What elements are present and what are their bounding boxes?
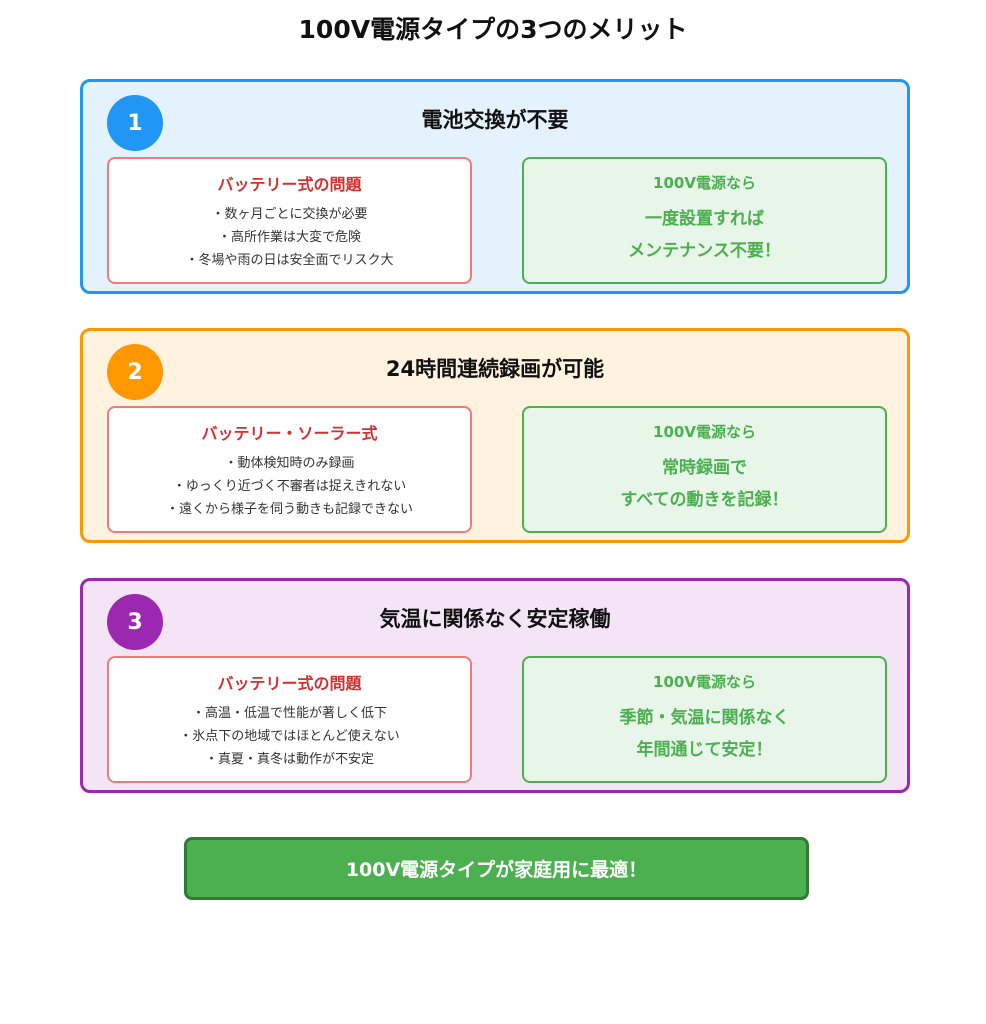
conclusion-banner: 100V電源タイプが家庭用に最適！ <box>184 837 809 900</box>
problem-box: バッテリー式の問題 ・高温・低温で性能が著しく低下 ・氷点下の地域ではほとんど使… <box>107 656 472 783</box>
problem-item: ・動体検知時のみ録画 <box>224 456 355 471</box>
problem-item: ・数ヶ月ごとに交換が必要 <box>211 207 368 222</box>
problem-heading: バッテリー・ソーラー式 <box>201 424 378 443</box>
problem-heading: バッテリー式の問題 <box>217 674 362 693</box>
problem-box: バッテリー・ソーラー式 ・動体検知時のみ録画 ・ゆっくり近づく不審者は捉えきれな… <box>107 406 472 533</box>
problem-item: ・高温・低温で性能が著しく低下 <box>191 706 387 721</box>
problem-item: ・遠くから様子を伺う動きも記録できない <box>165 502 413 517</box>
solution-box: 100V電源なら 季節・気温に関係なく 年間通じて安定！ <box>522 656 887 783</box>
solution-line: 常時録画で <box>662 458 747 478</box>
number-badge: 3 <box>107 594 163 650</box>
solution-heading: 100V電源なら <box>653 673 756 691</box>
problem-item: ・高所作業は大変で危険 <box>217 230 361 245</box>
solution-heading: 100V電源なら <box>653 174 756 192</box>
solution-line: すべての動きを記録！ <box>620 490 789 510</box>
problem-item: ・真夏・真冬は動作が不安定 <box>204 752 374 767</box>
page-title: 100V電源タイプの3つのメリット <box>298 15 688 44</box>
solution-line: メンテナンス不要！ <box>628 241 781 261</box>
problem-box: バッテリー式の問題 ・数ヶ月ごとに交換が必要 ・高所作業は大変で危険 ・冬場や雨… <box>107 157 472 284</box>
solution-box: 100V電源なら 一度設置すれば メンテナンス不要！ <box>522 157 887 284</box>
problem-item: ・氷点下の地域ではほとんど使えない <box>179 729 400 744</box>
merit-section-1: 1 電池交換が不要 バッテリー式の問題 ・数ヶ月ごとに交換が必要 ・高所作業は大… <box>80 79 910 294</box>
number-badge: 1 <box>107 95 163 151</box>
solution-line: 一度設置すれば <box>645 209 764 229</box>
solution-line: 年間通じて安定！ <box>636 740 773 760</box>
problem-item: ・ゆっくり近づく不審者は捉えきれない <box>172 479 407 494</box>
solution-line: 季節・気温に関係なく <box>619 708 790 728</box>
problem-item: ・冬場や雨の日は安全面でリスク大 <box>185 253 394 268</box>
solution-box: 100V電源なら 常時録画で すべての動きを記録！ <box>522 406 887 533</box>
merit-section-2: 2 24時間連続録画が可能 バッテリー・ソーラー式 ・動体検知時のみ録画 ・ゆっ… <box>80 328 910 543</box>
section-title: 気温に関係なく安定稼働 <box>379 607 611 631</box>
number-badge: 2 <box>107 344 163 400</box>
section-title: 電池交換が不要 <box>421 108 569 132</box>
merit-section-3: 3 気温に関係なく安定稼働 バッテリー式の問題 ・高温・低温で性能が著しく低下 … <box>80 578 910 793</box>
problem-heading: バッテリー式の問題 <box>217 175 362 194</box>
solution-heading: 100V電源なら <box>653 423 756 441</box>
section-title: 24時間連続録画が可能 <box>385 357 605 381</box>
